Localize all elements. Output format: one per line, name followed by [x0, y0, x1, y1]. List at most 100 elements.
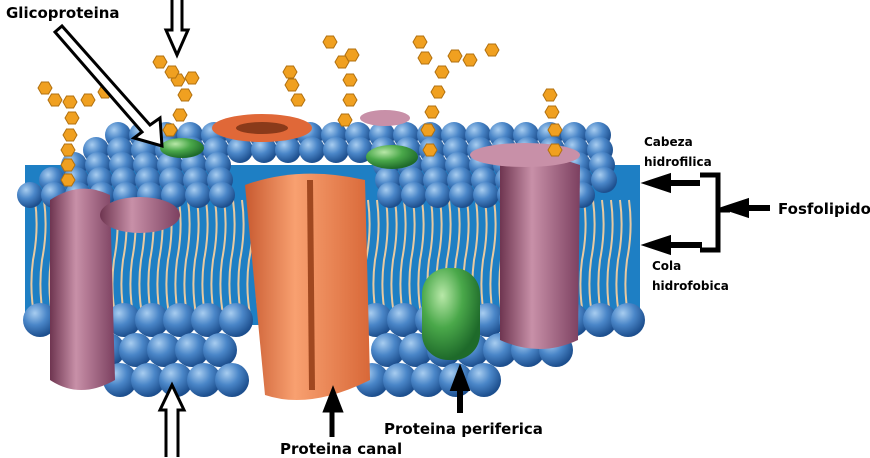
peripheral-protein: [160, 138, 480, 360]
phospholipid-head: [227, 137, 253, 163]
phospholipid-head: [583, 303, 617, 337]
phospholipid-head: [425, 182, 451, 208]
sugar-unit: [177, 88, 193, 102]
sugar-unit: [342, 73, 358, 87]
channel-arrow: [322, 385, 344, 437]
sugar-unit: [412, 35, 428, 49]
lipid-tail: [480, 199, 488, 321]
sugar-unit: [62, 95, 78, 109]
lipid-tail: [39, 199, 47, 321]
lipid-tail: [30, 199, 38, 321]
phospholipid-head: [401, 182, 427, 208]
carbohydrate-chains: [37, 35, 563, 187]
lipid-tail: [615, 199, 623, 321]
sugar-unit: [417, 51, 433, 65]
phospholipid-head: [411, 363, 445, 397]
lipid-tail: [624, 199, 632, 321]
integral-protein-left: [50, 188, 180, 390]
phospholipid-head: [387, 303, 421, 337]
phospholipid-head: [163, 303, 197, 337]
channel-protein: [212, 114, 370, 400]
sugar-unit: [322, 35, 338, 49]
phospholipid-head: [467, 363, 501, 397]
sugar-unit: [172, 108, 188, 122]
sugar-unit: [60, 158, 76, 172]
bottom-left-arrow: [157, 381, 187, 457]
phospholipid-head: [591, 167, 617, 193]
lipid-tail: [399, 199, 407, 321]
peripheral-protein-label: Proteina periferica: [384, 420, 543, 438]
hydrophobic-tail-label: Cola hidrofobica: [652, 256, 729, 296]
lipid-tail: [390, 199, 398, 321]
sugar-unit: [152, 55, 168, 69]
sugar-unit: [164, 65, 180, 79]
sugar-unit: [184, 71, 200, 85]
phospholipid-head: [191, 303, 225, 337]
phospholipid-head: [449, 182, 475, 208]
phospholipid-head: [215, 363, 249, 397]
lipid-tail: [210, 199, 218, 321]
hydrophilic-head-label: Cabeza hidrofilica: [644, 132, 712, 172]
sugar-unit: [282, 65, 298, 79]
phospholipid-head: [275, 137, 301, 163]
sugar-unit: [542, 88, 558, 102]
sugar-unit: [64, 111, 80, 125]
phospholipid-head: [299, 137, 325, 163]
sugar-unit: [37, 81, 53, 95]
sugar-unit: [47, 93, 63, 107]
phospholipid-head: [17, 182, 43, 208]
annotation-arrows: [52, 0, 770, 457]
sugar-unit: [434, 65, 450, 79]
hydrophilic-head-line1: Cabeza: [644, 135, 693, 149]
sugar-unit: [284, 78, 300, 92]
sugar-unit: [422, 143, 438, 157]
sugar-unit: [80, 93, 96, 107]
top-arrow: [163, 0, 191, 59]
phospholipid-head: [323, 137, 349, 163]
sugar-unit: [430, 85, 446, 99]
sugar-unit: [337, 113, 353, 127]
sugar-unit: [544, 105, 560, 119]
lipid-tail: [228, 199, 236, 321]
bracket: [700, 172, 730, 253]
phospholipid-head: [203, 333, 237, 367]
sugar-unit: [342, 93, 358, 107]
sugar-unit: [62, 128, 78, 142]
hydrophobic-tail-line1: Cola: [652, 259, 682, 273]
peripheral-arrow: [449, 363, 471, 413]
phospholipid-head: [187, 363, 221, 397]
lipid-tail: [579, 199, 587, 321]
lipid-tail: [183, 199, 191, 321]
sugar-unit: [484, 43, 500, 57]
sugar-unit: [420, 123, 436, 137]
phospholipid-head: [161, 182, 187, 208]
phospholipid-head: [147, 333, 181, 367]
phospholipid-head: [135, 303, 169, 337]
channel-protein-label: Proteina canal: [280, 440, 403, 458]
phospholipid-head: [219, 303, 253, 337]
phospholipid-head: [611, 303, 645, 337]
lipid-tail: [588, 199, 596, 321]
phospholipid-head: [175, 333, 209, 367]
head-arrow: [640, 172, 700, 194]
phospholipid-head: [23, 303, 57, 337]
lipid-tail: [597, 199, 605, 321]
phospholipid-head: [185, 182, 211, 208]
phospholipid-head: [131, 363, 165, 397]
lipid-tail: [201, 199, 209, 321]
sugar-unit: [547, 143, 563, 157]
phospholipid-head: [473, 182, 499, 208]
lipid-tail: [417, 199, 425, 321]
tail-arrow: [640, 234, 702, 256]
phospholipid-head: [107, 303, 141, 337]
sugar-unit: [447, 49, 463, 63]
hydrophobic-tail-line2: hidrofobica: [652, 279, 729, 293]
phospholipid-head: [209, 182, 235, 208]
lipid-tail: [372, 199, 380, 321]
phospholipid-arrow: [718, 197, 770, 219]
sugar-unit: [290, 93, 306, 107]
sugar-unit: [462, 53, 478, 67]
sugar-unit: [162, 123, 178, 137]
phospholipid-head: [383, 363, 417, 397]
